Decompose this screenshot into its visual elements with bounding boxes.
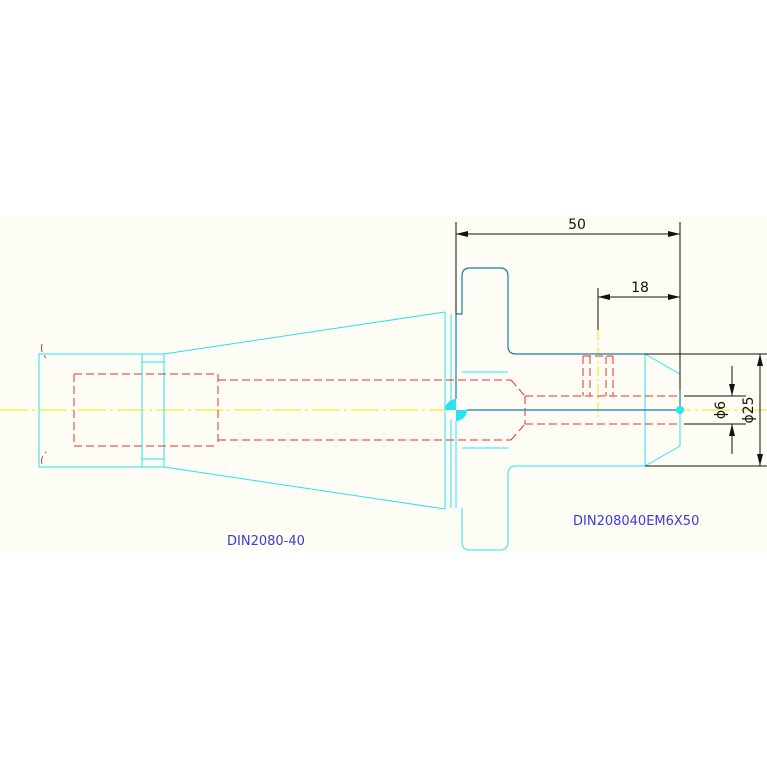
dim-18-arrow-left (598, 294, 610, 300)
dim-50-arrow-right (668, 231, 680, 237)
dim-6-arrow-top (729, 384, 735, 396)
gauge-quadrant-2 (445, 410, 456, 421)
gauge-quadrant (456, 399, 467, 410)
knob-inner-corner-bottom (41, 451, 47, 465)
retention-knob (38, 353, 143, 468)
dim-25-arrow-bottom (757, 454, 763, 466)
holder-label: DIN208040EM6X50 (573, 514, 699, 529)
drawing-panel (0, 216, 767, 550)
holder-chamfer-bottom (644, 445, 681, 467)
gauge-point-marker (445, 399, 467, 421)
knob-inner-corner-top (41, 343, 47, 359)
dim-50-text: 50 (568, 217, 586, 233)
dim-18-text: 18 (631, 280, 649, 296)
dim-6-arrow-bottom (729, 424, 735, 436)
holder-top-contour (456, 267, 645, 355)
dim-25-arrow-top (757, 354, 763, 366)
dimension-lines (455, 222, 767, 467)
dim-25-text: ϕ25 (741, 396, 757, 423)
taper-cone-bottom (163, 466, 446, 510)
bore-taper-bottom (510, 423, 526, 441)
dimension-arrows (456, 231, 763, 466)
dim-6-text: ϕ6 (713, 401, 729, 419)
holder-chamfer-top (644, 353, 681, 375)
dim-18-arrow-right (668, 294, 680, 300)
dim-50-arrow-left (456, 231, 468, 237)
taper-label: DIN2080-40 (227, 534, 305, 549)
taper-cone-top (163, 311, 446, 355)
tip-marker (676, 406, 684, 414)
bore-taper-top (510, 379, 526, 397)
